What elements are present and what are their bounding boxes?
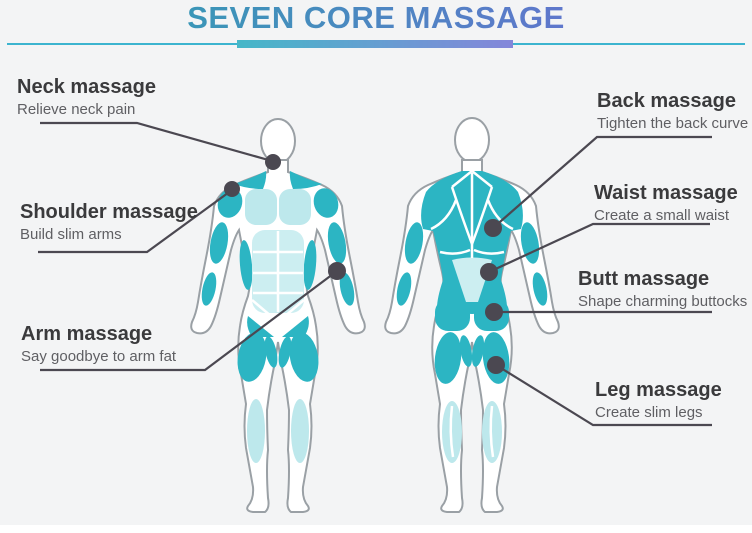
annotation-heading: Waist massage xyxy=(594,182,738,204)
annotation-subtext: Create a small waist xyxy=(594,207,730,224)
annotation-subtext: Tighten the back curve xyxy=(597,115,749,132)
annotation-heading: Arm massage xyxy=(21,323,153,345)
annotation-heading: Neck massage xyxy=(17,76,156,98)
annotation-subtext: Build slim arms xyxy=(20,226,122,243)
back-body-figure xyxy=(384,117,560,513)
shoulder-point-marker xyxy=(224,181,240,197)
back-connector-line xyxy=(492,135,712,229)
annotation-neck-massage: Neck massage Relieve neck pain xyxy=(17,76,156,120)
annotation-butt-massage: Butt massage Shape charming buttocks xyxy=(578,268,747,312)
annotation-back-massage: Back massage Tighten the back curve xyxy=(597,90,748,134)
leg-point-marker xyxy=(487,356,505,374)
title-underline-accent xyxy=(237,40,513,48)
neck-connector-line xyxy=(40,121,273,163)
annotation-arm-massage: Arm massage Say goodbye to arm fat xyxy=(21,323,176,367)
connector-lines xyxy=(38,121,712,427)
annotation-leg-massage: Leg massage Create slim legs xyxy=(595,379,722,423)
point-markers xyxy=(224,154,505,374)
waist-connector-line xyxy=(488,222,710,273)
neck-point-marker xyxy=(265,154,281,170)
back-point-marker xyxy=(484,219,502,237)
butt-point-marker xyxy=(485,303,503,321)
annotation-heading: Butt massage xyxy=(578,268,710,290)
annotation-subtext: Create slim legs xyxy=(595,404,703,421)
annotation-subtext: Relieve neck pain xyxy=(17,101,136,118)
waist-point-marker xyxy=(480,263,498,281)
annotation-waist-massage: Waist massage Create a small waist xyxy=(594,182,738,226)
page-title: SEVEN CORE MASSAGE xyxy=(0,0,752,36)
annotation-heading: Back massage xyxy=(597,90,736,112)
annotation-subtext: Say goodbye to arm fat xyxy=(21,348,177,365)
back-muscle-separators xyxy=(430,169,514,458)
arm-connector-line xyxy=(40,270,338,372)
bottom-white-strip xyxy=(0,525,752,533)
front-body-figure xyxy=(190,118,366,513)
annotation-heading: Shoulder massage xyxy=(20,201,198,223)
annotation-subtext: Shape charming buttocks xyxy=(578,293,748,310)
annotation-heading: Leg massage xyxy=(595,379,722,401)
annotation-shoulder-massage: Shoulder massage Build slim arms xyxy=(20,201,198,245)
leg-connector-line xyxy=(495,364,712,427)
back-head xyxy=(454,117,490,163)
shoulder-connector-line xyxy=(38,189,233,254)
arm-point-marker xyxy=(328,262,346,280)
